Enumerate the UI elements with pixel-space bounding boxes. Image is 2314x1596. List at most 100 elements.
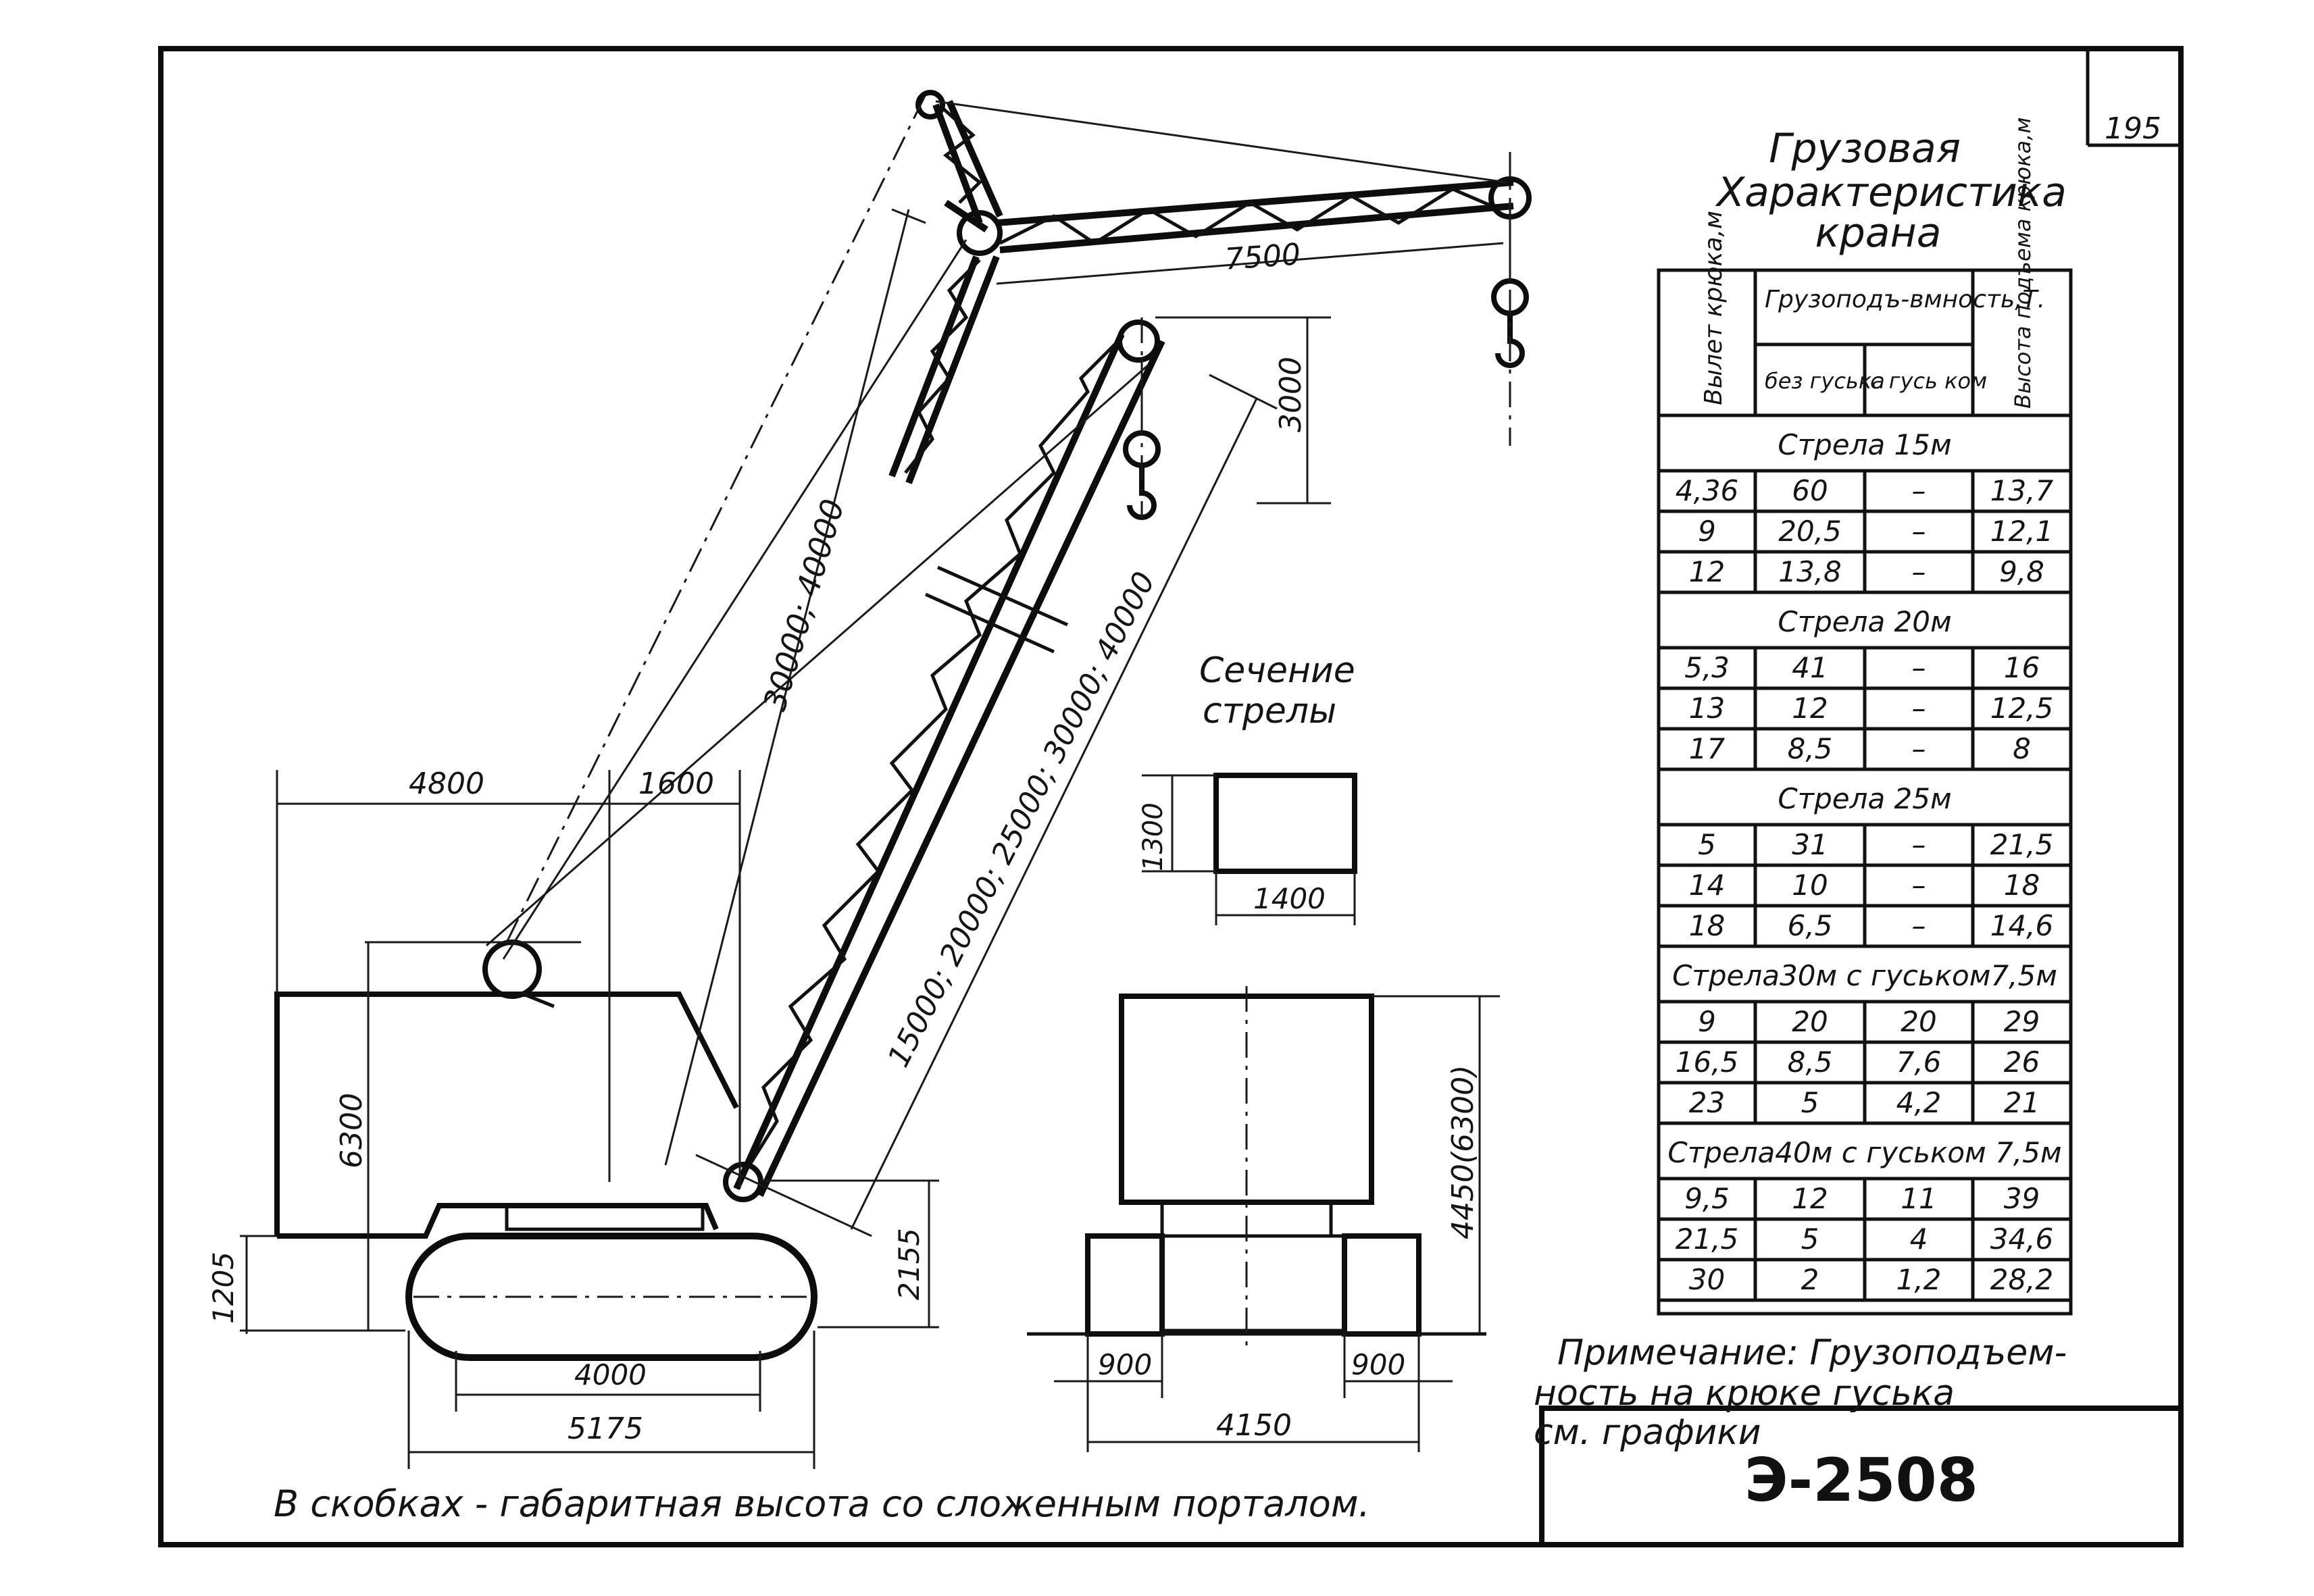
hoist-rope-line <box>486 363 1149 947</box>
boom-foot-pin <box>723 1162 763 1202</box>
luffing-rope-line <box>502 239 967 960</box>
col-no-jib-header: без гуська <box>1765 368 1885 394</box>
dim-boom-foot-height: 2155 <box>892 1228 926 1300</box>
dim-body-height: 6300 <box>334 1093 369 1168</box>
table-cell: 8,5 <box>1788 732 1833 765</box>
table-cell: 1,2 <box>1896 1263 1942 1296</box>
table-cell: 20 <box>1901 1005 1936 1038</box>
footer-caption: В скобках - габаритная высота со сложенн… <box>274 1483 1370 1525</box>
table-cell: 23 <box>1689 1086 1725 1119</box>
a-frame-pulley <box>482 939 542 999</box>
dim-tick-boom-full-top <box>891 208 926 224</box>
table-cell: 12,5 <box>1990 692 2054 725</box>
strut-head <box>915 90 945 120</box>
table-cell: 4,36 <box>1676 474 1739 507</box>
front-track-right <box>1342 1233 1422 1337</box>
table-cell: 18 <box>1689 909 1725 942</box>
table-cell: 16 <box>2004 651 2040 684</box>
main-hook <box>1127 466 1157 520</box>
upper-boom-left <box>888 255 980 478</box>
section-title: Стрела 20м <box>1778 605 1951 638</box>
col-height-header: Высота подъема крюка,м <box>2010 118 2036 409</box>
table-title: Грузовая Характеристика крана <box>1715 125 2067 257</box>
table-cell: 8 <box>2013 732 2031 765</box>
boom-break-2 <box>924 592 1055 654</box>
table-cell: 12,1 <box>1990 515 2054 548</box>
boom-head-sheave <box>1117 319 1160 363</box>
table-cell: 28,2 <box>1990 1263 2054 1296</box>
jib-lacing <box>999 187 1501 245</box>
boom-lacing <box>741 336 1123 1177</box>
table-cell: 11 <box>1901 1182 1936 1215</box>
table-cell: 21,5 <box>1990 828 2054 861</box>
table-cell: – <box>1912 828 1926 861</box>
jib-foot-sheave <box>957 210 1003 256</box>
table-cell: 4 <box>1910 1222 1928 1256</box>
table-cell: 21,5 <box>1676 1222 1739 1256</box>
load-table: Вылет крюка,м Грузоподъ-вмность,Т. без г… <box>1657 118 2073 1316</box>
section-title: Стрела 25м <box>1778 782 1951 815</box>
dim-hook-drop: 3000 <box>1274 357 1308 432</box>
dim-track-side-right: 900 <box>1351 1348 1405 1381</box>
main-boom <box>723 319 1165 1202</box>
table-cell: 14 <box>1689 869 1725 902</box>
col-capacity-header: Грузоподъ-вмность,Т. <box>1765 286 2045 313</box>
dim-line-boom-main <box>850 398 1258 1230</box>
table-cell: – <box>1912 555 1926 588</box>
col-reach-header: Вылет крюка,м <box>1700 211 1728 405</box>
crane-front-view: 4450(6300) 900 900 4150 <box>1027 986 1500 1452</box>
table-cell: 4,2 <box>1896 1086 1942 1119</box>
table-cell: 34,6 <box>1990 1222 2054 1256</box>
dim-tick-boom-main-bottom <box>695 1154 872 1237</box>
dim-jib-length: 7500 <box>1224 237 1301 277</box>
table-cell: 26 <box>2004 1046 2040 1079</box>
crawler-track <box>405 1233 818 1361</box>
table-cell: 9,8 <box>1999 555 2044 588</box>
table-cell: 29 <box>2004 1005 2040 1038</box>
table-cell: 5,3 <box>1684 651 1730 684</box>
upper-boom-right <box>905 255 1000 484</box>
table-border <box>1657 268 2073 1316</box>
table-cell: 30 <box>1689 1263 1725 1296</box>
table-cell: 60 <box>1792 474 1828 507</box>
table-cell: 31 <box>1792 828 1828 861</box>
note-line-1: Примечание: Грузоподъем- <box>1557 1333 2067 1373</box>
table-cell: – <box>1912 869 1926 902</box>
table-cell: 6,5 <box>1788 909 1833 942</box>
title-line-3: крана <box>1815 209 1941 257</box>
table-cell: – <box>1912 515 1926 548</box>
table-cell: 2 <box>1801 1263 1819 1296</box>
dim-line-jib <box>996 242 1504 285</box>
boom-section-view: Сечение стрелы 1300 1400 <box>1138 650 1357 925</box>
table-cell: – <box>1912 909 1926 942</box>
section-title: Стрела30м с гуськом7,5м <box>1672 959 2057 992</box>
table-cell: 13,7 <box>1990 474 2054 507</box>
table-cell: 14,6 <box>1990 909 2054 942</box>
section-title: Стрела 15м <box>1778 428 1951 461</box>
a-frame-leg <box>520 991 555 1008</box>
title-block <box>1539 1406 2184 1547</box>
boom-break-1 <box>936 565 1069 627</box>
turntable-ring <box>505 1204 705 1231</box>
table-cell: – <box>1912 474 1926 507</box>
section-title: Стрела40м с гуськом 7,5м <box>1667 1136 2061 1169</box>
dim-section-height: 1300 <box>1138 802 1169 871</box>
table-cell: 16,5 <box>1676 1046 1739 1079</box>
table-cell: 13 <box>1689 692 1725 725</box>
table-cell: 17 <box>1689 732 1726 765</box>
table-cell: – <box>1912 732 1926 765</box>
dim-gauge: 4150 <box>1216 1408 1292 1443</box>
dim-track-side-left: 900 <box>1098 1348 1152 1381</box>
dim-pivot-offset: 1600 <box>638 767 714 801</box>
table-cell: 39 <box>2004 1182 2040 1215</box>
boom-chord-right <box>757 339 1165 1198</box>
jib-chord-top <box>996 179 1514 226</box>
jib-pendant <box>935 100 1507 184</box>
model-number: Э-2508 <box>1744 1445 1978 1515</box>
machine-base <box>277 1203 719 1239</box>
table-cell: 12 <box>1689 555 1725 588</box>
table-cell: 12 <box>1792 1182 1828 1215</box>
table-cell: 20 <box>1792 1005 1828 1038</box>
